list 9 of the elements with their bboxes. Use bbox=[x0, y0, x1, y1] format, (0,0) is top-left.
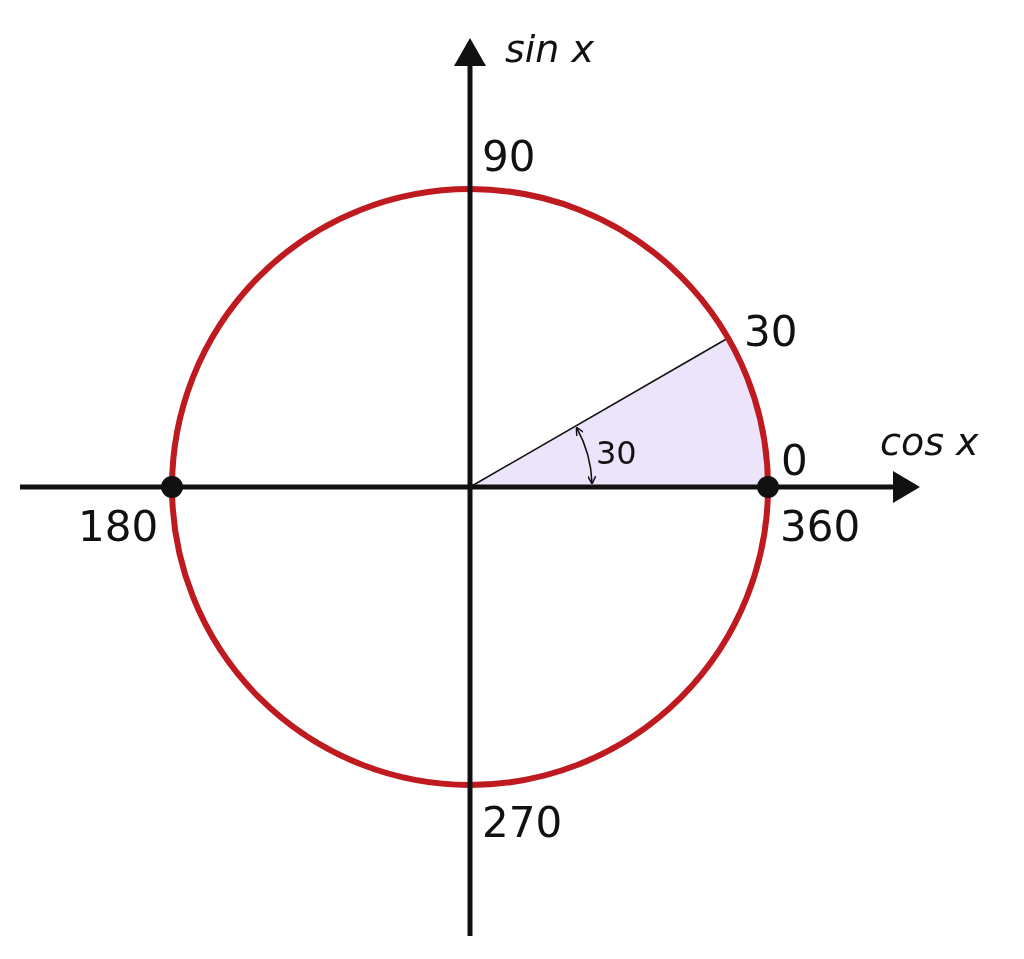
tick-label: 30 bbox=[744, 311, 798, 353]
tick-label: 360 bbox=[780, 506, 861, 548]
tick-label: 270 bbox=[482, 802, 563, 844]
angle-label: 30 bbox=[596, 437, 637, 469]
axis-label: sin x bbox=[505, 30, 594, 68]
tick-label: 0 bbox=[781, 440, 808, 482]
tick-label: 180 bbox=[78, 506, 159, 548]
axis-label: cos x bbox=[880, 423, 979, 461]
tick-label: 90 bbox=[482, 136, 536, 178]
